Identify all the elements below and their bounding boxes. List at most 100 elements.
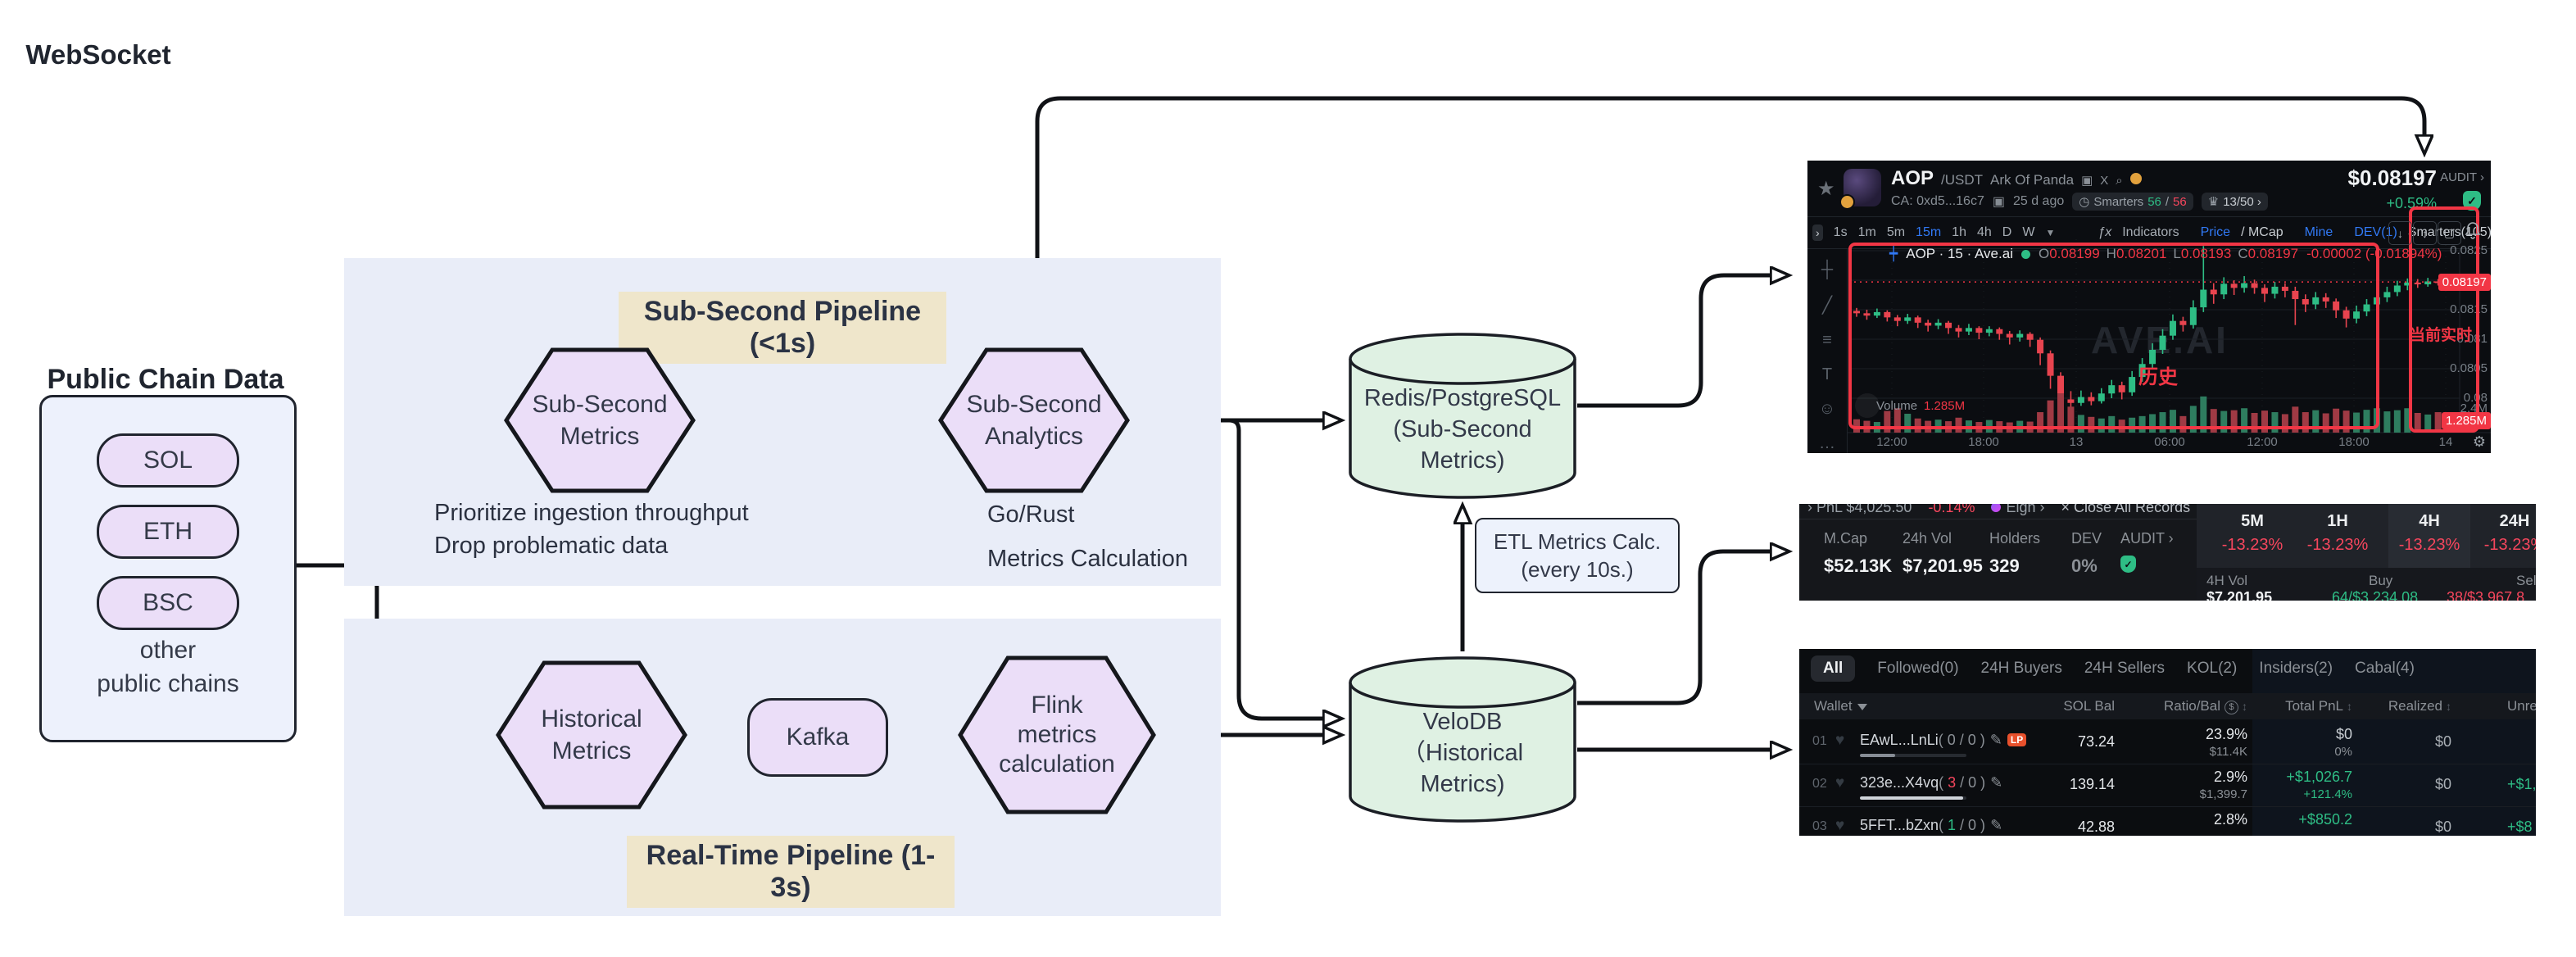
collapse-chart-icon[interactable]: ↕ [2413,221,2437,245]
stat-24h-vol: 24h Vol$7,201.95 [1903,530,1983,577]
timeframe-1s[interactable]: 1s [1833,225,1848,239]
share-icon[interactable]: ▣ [2081,174,2093,188]
timeframe-1h[interactable]: 1h [1952,225,1966,239]
wallet-tab-insiders-2-[interactable]: Insiders(2) [2259,660,2333,677]
drawing-tools-sidebar[interactable]: ┼ ╱ ≡ T ☺ … ✎ ○ [1807,249,1848,453]
col-header-total-pnl[interactable]: Total PnL↕ [2285,698,2352,714]
wallet-tab-followed-0-[interactable]: Followed(0) [1877,660,1959,677]
clock-icon: ◷ [2079,195,2090,209]
node-kafka: Kafka [747,698,888,777]
timeframe-W[interactable]: W [2022,225,2035,239]
node-chain-bsc: BSC [97,576,239,630]
total-pnl-percent: +121.4% [2303,787,2352,801]
candlestick-chart[interactable] [1807,161,2491,453]
audit-link[interactable]: AUDIT › [2440,170,2484,184]
ratio-balance-sub: $1,399.7 [2199,787,2247,801]
close-all-records-button[interactable]: × Close All Records [2061,504,2191,515]
timeframe-1m[interactable]: 1m [1857,225,1876,239]
scroll-to-latest-icon[interactable]: ↓ [2388,221,2412,245]
timeframe-15m[interactable]: 15m [1916,225,1942,239]
wallet-address[interactable]: EAwL...LnLi( 0 / 0 )✎LP [1860,732,2027,749]
realized-pnl: $0 [2434,819,2451,835]
timeframe-D[interactable]: D [2002,225,2012,239]
copy-icon[interactable]: ▣ [1992,195,2005,209]
timeframe-dropdown-icon[interactable]: ▼ [2045,226,2056,238]
col-header-ratio-bal[interactable]: Ratio/Bal$↕ [2164,698,2247,714]
elgn-link[interactable]: Elgn › [1991,504,2045,516]
tf-change-4h[interactable]: 4H-13.23% [2390,504,2469,555]
contract-address[interactable]: CA: 0xd5...16c7 [1891,194,1984,208]
sort-icon[interactable]: ↕ [2446,700,2451,713]
time-axis-tick: 13 [2069,435,2084,449]
timeframe-5m[interactable]: 5m [1886,225,1906,239]
col-header-realized[interactable]: Realized↕ [2388,698,2451,714]
price-toggle[interactable]: Price [2200,225,2231,239]
wallet-tab-all[interactable]: All [1811,655,1856,682]
fib-tool-icon[interactable]: ≡ [1822,331,1832,349]
favorite-heart-icon[interactable]: ♥ [1835,732,1845,749]
sort-icon[interactable]: ↕ [2347,700,2352,713]
wallet-tabs: All Followed(0) 24H Buyers 24H Sellers KOL(2… [1811,655,2415,682]
fx-icon[interactable]: ƒx [2098,225,2112,239]
mine-toggle[interactable]: Mine [2304,225,2333,239]
history-annotation-label: 历史 [2138,366,2178,388]
sell-value: 38/$3,967.8 [2447,589,2525,601]
fullscreen-icon[interactable]: ▢ [2438,221,2461,245]
time-axis-tick: 06:00 [2154,435,2185,449]
wallet-tab-kol-2-[interactable]: KOL(2) [2187,660,2238,677]
row-rank: 03 [1812,819,1827,833]
sub-second-pipeline-title: Sub-Second Pipeline (<1s) [619,292,946,364]
timeframe-4h[interactable]: 4h [1976,225,1992,239]
trendline-tool-icon[interactable]: ╱ [1821,297,1833,315]
store-velodb: VeloDB （Historical Metrics) [1348,655,1577,823]
text-tool-icon[interactable]: T [1821,365,1833,383]
mcap-toggle[interactable]: / MCap [2241,225,2283,239]
volume-label: Volume [1876,399,1918,413]
selected-timeframe-highlight [2388,504,2470,568]
favorite-heart-icon[interactable]: ♥ [1835,774,1845,791]
col-header-wallet[interactable]: Wallet [1814,698,1867,714]
analytics-note-gorust: Go/Rust [987,501,1075,528]
edit-note-icon[interactable]: ✎ [1989,732,2002,748]
wallet-address[interactable]: 5FFT...bZxn( 1 / 0 )✎ [1860,817,2003,833]
edit-note-icon[interactable]: ✎ [1990,774,2003,791]
col-header-unrealize[interactable]: Unrealize [2507,698,2536,714]
wallet-tab-24h-sellers[interactable]: 24H Sellers [2084,660,2166,677]
twitter-icon[interactable]: X [2100,174,2109,188]
dev-tab[interactable]: DEV(1) [2354,225,2397,239]
measure-tool-icon[interactable]: … [1819,434,1835,452]
rank-chip[interactable]: ♛ 13/50 › [2201,193,2268,211]
favorite-star-icon[interactable]: ★ [1817,178,1835,200]
sell-label: Sell [2516,573,2536,588]
emoji-tool-icon[interactable]: ☺ [1818,400,1836,418]
filter-funnel-icon[interactable] [1857,704,1867,710]
edit-note-icon[interactable]: ✎ [1990,817,2003,833]
node-flink-metrics-calculation: Flink metrics calculation [957,655,1157,814]
smarters-tab[interactable]: Smarters(105) [2407,225,2491,239]
tf-change-5m[interactable]: 5M-13.23% [2213,504,2292,555]
col-header-sol-bal[interactable]: SOL Bal [2063,698,2115,714]
tf-change-24h[interactable]: 24H-13.23% [2475,504,2536,555]
smarters-chip[interactable]: ◷ Smarters 56/56 [2072,193,2193,211]
wallet-address[interactable]: 323e...X4vq( 3 / 0 )✎ [1860,774,2003,791]
search-icon[interactable]: ⌕ [2116,174,2123,188]
tf-value: -13.23% [2221,536,2283,554]
coin-stack-icon[interactable] [2129,173,2142,184]
tf-change-1h[interactable]: 1H-13.23% [2298,504,2377,555]
favorite-heart-icon[interactable]: ♥ [1835,817,1845,834]
chart-settings-gear-icon[interactable]: ⚙ [2472,433,2486,450]
alert-bell-icon[interactable] [2465,221,2481,239]
wallet-tab-cabal-4-[interactable]: Cabal(4) [2355,660,2415,677]
stat-audit[interactable]: AUDIT › ✓ [2120,530,2174,573]
node-chain-eth: ETH [97,505,239,559]
indicators-button[interactable]: Indicators [2122,225,2179,239]
wallet-tab-24h-buyers[interactable]: 24H Buyers [1980,660,2062,677]
collapse-panel-icon[interactable]: › [1812,224,1823,241]
crosshair-tool-icon[interactable]: ┼ [1821,261,1834,279]
sort-icon[interactable]: ↕ [2242,700,2247,713]
